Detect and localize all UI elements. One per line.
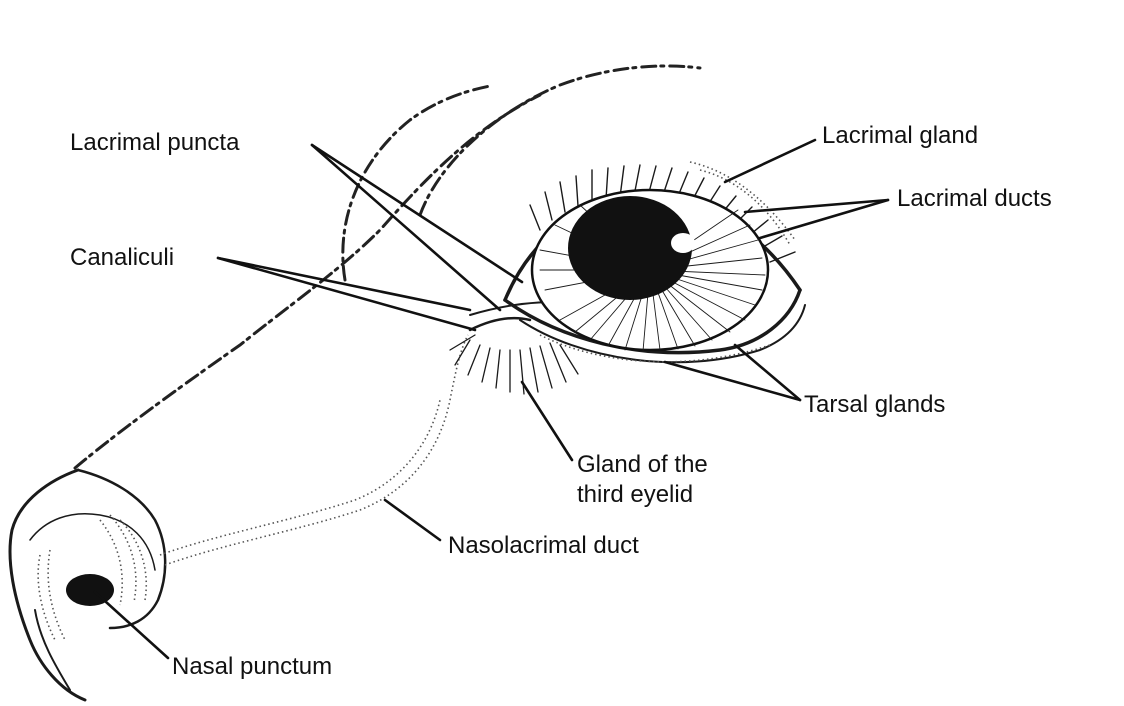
label-lacrimal-gland: Lacrimal gland — [822, 122, 978, 149]
label-lacrimal-puncta: Lacrimal puncta — [70, 129, 240, 156]
leader-lines — [95, 140, 888, 658]
labels: Lacrimal puncta Canaliculi Lacrimal glan… — [70, 122, 1052, 680]
label-gland-third-eyelid-line2: third eyelid — [577, 481, 693, 508]
pupil-highlight — [671, 233, 695, 253]
nasolacrimal-duct-illustration — [160, 335, 468, 565]
label-nasal-punctum: Nasal punctum — [172, 653, 332, 680]
label-gland-third-eyelid-line1: Gland of the — [577, 451, 708, 478]
nose-illustration — [10, 470, 165, 700]
third-eyelid-fur — [450, 335, 578, 394]
label-lacrimal-ducts: Lacrimal ducts — [897, 185, 1052, 212]
label-canaliculi: Canaliculi — [70, 244, 174, 271]
label-tarsal-glands: Tarsal glands — [804, 391, 945, 418]
label-nasolacrimal-duct: Nasolacrimal duct — [448, 532, 639, 559]
